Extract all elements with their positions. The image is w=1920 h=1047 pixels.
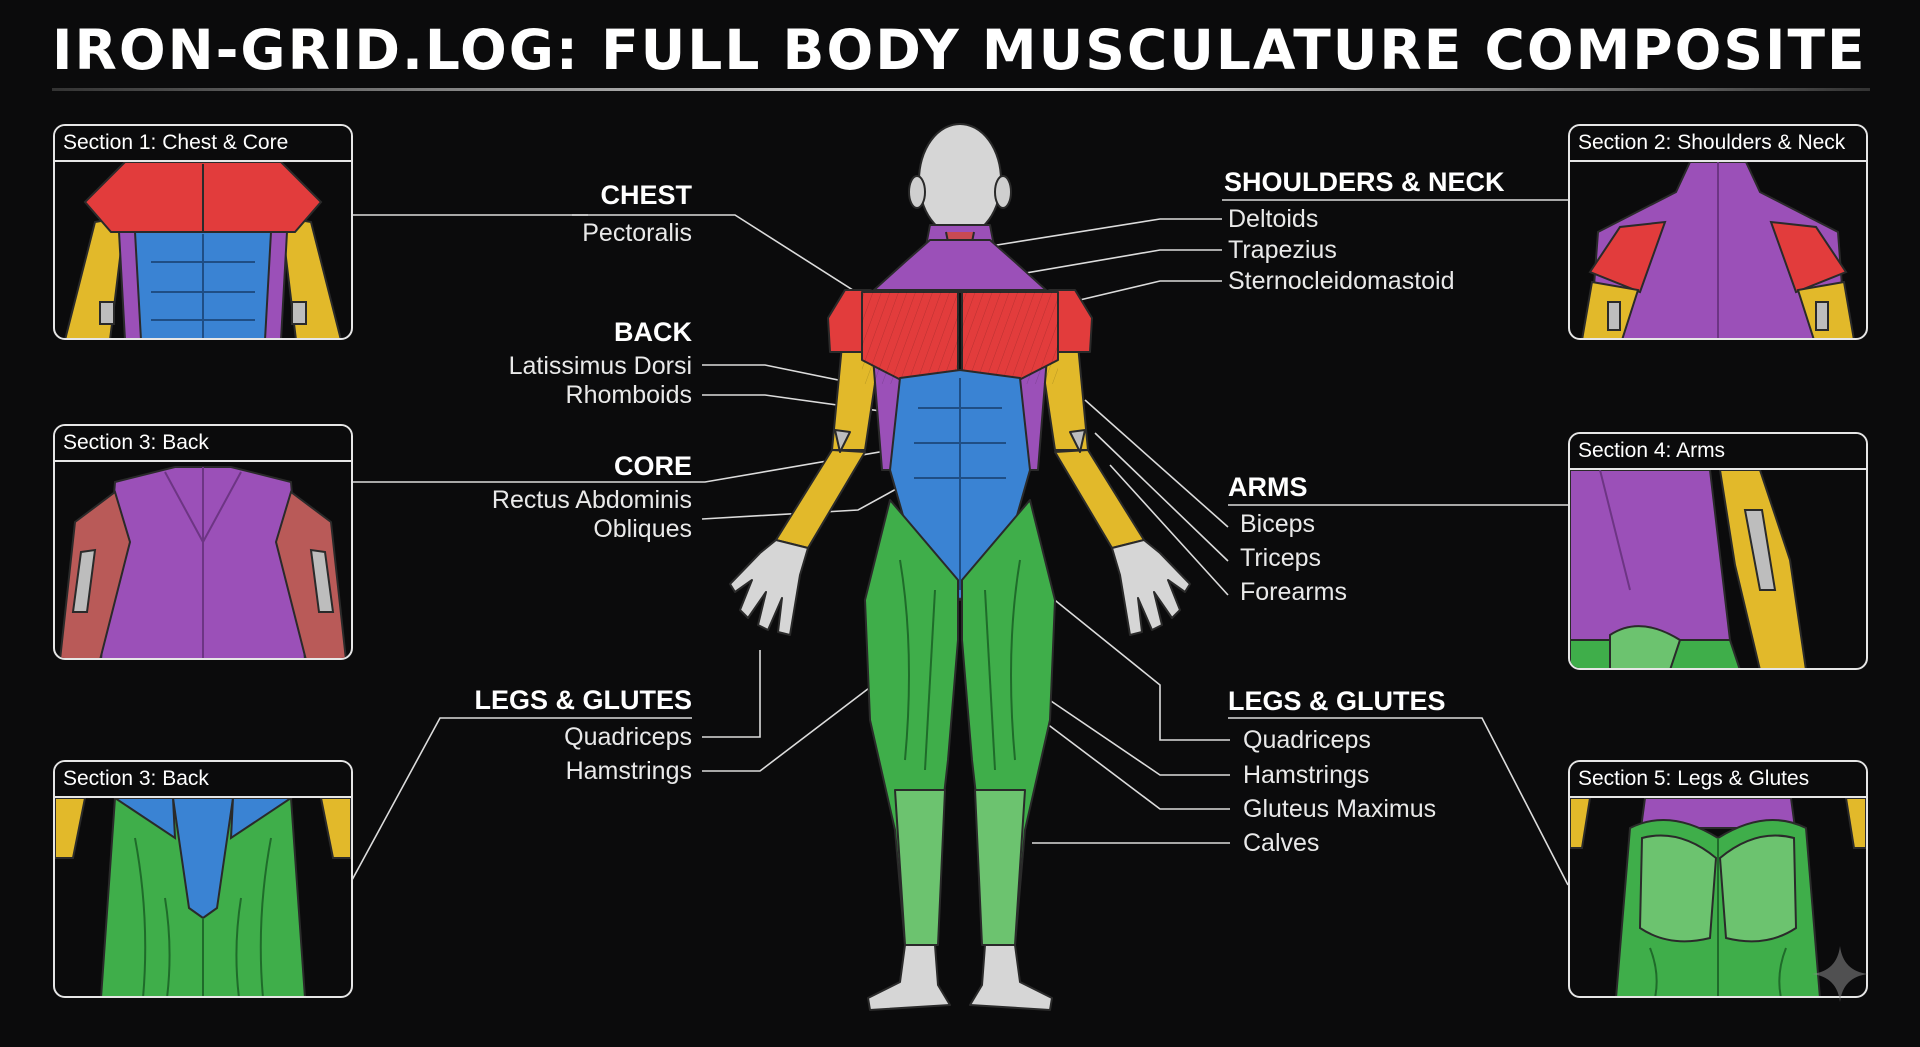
- panel-shoulders-neck: Section 2: Shoulders & Neck: [1568, 124, 1868, 340]
- ear-left: [909, 176, 925, 208]
- panel-illustration: [55, 162, 351, 340]
- label-chest-header: CHEST: [472, 179, 692, 211]
- ear-right: [995, 176, 1011, 208]
- label-latissimus-dorsi: Latissimus Dorsi: [392, 351, 692, 381]
- panel-title: Section 3: Back: [55, 426, 351, 462]
- label-forearms: Forearms: [1240, 577, 1347, 607]
- panel-chest-core: Section 1: Chest & Core: [53, 124, 353, 340]
- label-arms-header: ARMS: [1228, 471, 1308, 503]
- calf-right: [975, 790, 1025, 945]
- panel-illustration: [55, 798, 351, 998]
- panel-title: Section 4: Arms: [1570, 434, 1866, 470]
- panel-arms: Section 4: Arms: [1568, 432, 1868, 670]
- label-biceps: Biceps: [1240, 509, 1315, 539]
- hand-right: [1112, 540, 1190, 635]
- label-triceps: Triceps: [1240, 543, 1321, 573]
- label-obliques: Obliques: [392, 514, 692, 544]
- panel-title: Section 5: Legs & Glutes: [1570, 762, 1866, 798]
- panel-title: Section 2: Shoulders & Neck: [1570, 126, 1866, 162]
- calf-left: [895, 790, 945, 945]
- foot-left: [868, 945, 950, 1010]
- label-quadriceps-right: Quadriceps: [1243, 725, 1371, 755]
- label-deltoids: Deltoids: [1228, 204, 1318, 234]
- label-rhomboids: Rhomboids: [392, 380, 692, 410]
- label-sternocleidomastoid: Sternocleidomastoid: [1228, 266, 1455, 296]
- panel-illustration: [1570, 162, 1866, 340]
- panel-back: Section 3: Back: [53, 424, 353, 660]
- trapezius-muscle: [874, 240, 1046, 290]
- label-hamstrings-left: Hamstrings: [392, 756, 692, 786]
- forearm-left: [776, 450, 865, 548]
- label-hamstrings-right: Hamstrings: [1243, 760, 1369, 790]
- forearm-right: [1055, 450, 1144, 548]
- panel-legs-left: Section 3: Back: [53, 760, 353, 998]
- hand-left: [730, 540, 808, 635]
- label-gluteus-maximus: Gluteus Maximus: [1243, 794, 1436, 824]
- head: [919, 124, 1001, 236]
- label-legs-right-header: LEGS & GLUTES: [1228, 685, 1446, 717]
- panel-title: Section 1: Chest & Core: [55, 126, 351, 162]
- label-legs-left-header: LEGS & GLUTES: [412, 684, 692, 716]
- label-rectus-abdominis: Rectus Abdominis: [392, 485, 692, 515]
- foot-right: [970, 945, 1052, 1010]
- panel-illustration: [1570, 470, 1866, 670]
- label-back-header: BACK: [472, 316, 692, 348]
- sparkle-icon: [1810, 944, 1870, 1004]
- label-shoulders-header: SHOULDERS & NECK: [1224, 166, 1505, 198]
- panel-title: Section 3: Back: [55, 762, 351, 798]
- label-trapezius: Trapezius: [1228, 235, 1337, 265]
- panel-illustration: [55, 462, 351, 660]
- label-pectoralis: Pectoralis: [392, 218, 692, 248]
- label-calves: Calves: [1243, 828, 1319, 858]
- label-quadriceps-left: Quadriceps: [392, 722, 692, 752]
- label-core-header: CORE: [472, 450, 692, 482]
